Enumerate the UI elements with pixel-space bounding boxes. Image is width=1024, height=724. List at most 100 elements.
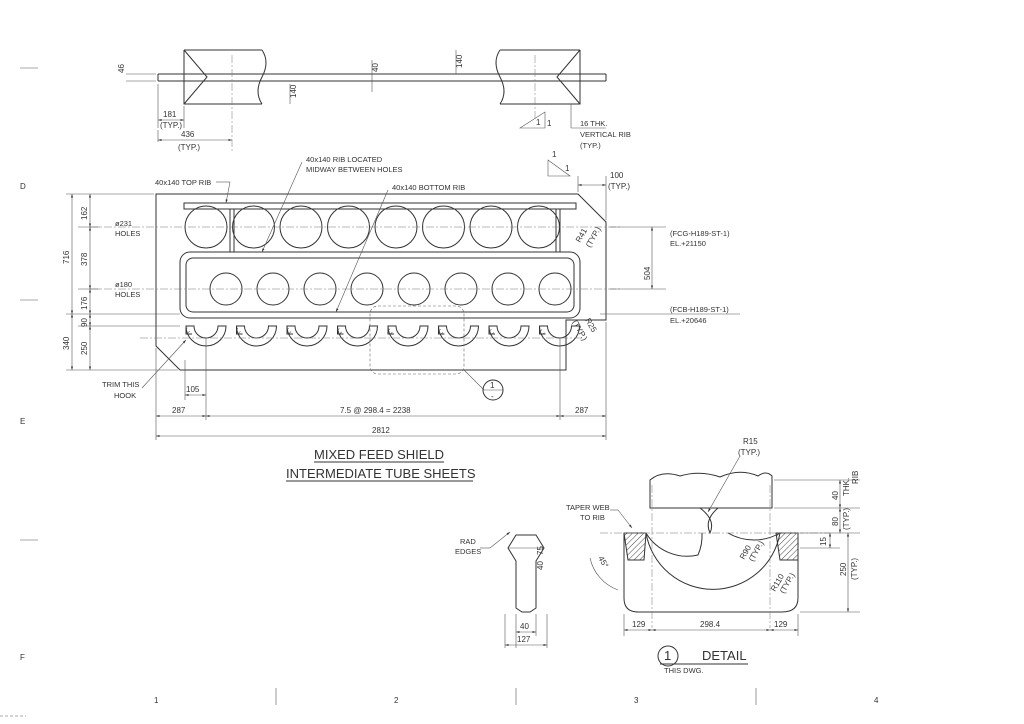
dim-15: 15: [819, 537, 828, 546]
rib-label: RIB: [851, 471, 860, 484]
dim-250-detail: 250: [839, 562, 848, 576]
hole-231: [469, 205, 513, 249]
front-view: 1 - 40x140 TOP RIB 40x140 RIB LOCATED MI…: [62, 150, 740, 440]
dim-129-right: 129: [774, 620, 788, 629]
col-label-3: 3: [634, 696, 639, 705]
title-line-2: INTERMEDIATE TUBE SHEETS: [286, 466, 476, 481]
bottom-rib-label: 40x140 BOTTOM RIB: [392, 183, 465, 192]
top-view: 46 181 (TYP.) 436 (TYP.) 140 40 140 1 1 …: [117, 49, 631, 152]
dim-129-left: 129: [632, 620, 646, 629]
bottom-rib: [179, 251, 581, 319]
dim-140-right: 140: [455, 54, 464, 68]
dim-250-detail-typ: (TYP.): [850, 558, 859, 580]
front-slope-1a: 1: [552, 150, 557, 159]
vertical-rib-label: VERTICAL RIB: [580, 130, 631, 139]
title-line-1: MIXED FEED SHIELD: [314, 447, 444, 462]
hook: [538, 325, 581, 347]
front-slope-1b: 1: [565, 164, 570, 173]
top-rib-label: 40x140 TOP RIB: [155, 178, 211, 187]
dim-100-typ: (TYP.): [608, 182, 630, 191]
mid-rib-label-2: MIDWAY BETWEEN HOLES: [306, 165, 403, 174]
mid-rib-label-1: 40x140 RIB LOCATED: [306, 155, 383, 164]
dim-298-4: 298.4: [700, 620, 721, 629]
dim-340: 340: [62, 336, 71, 350]
hook: [336, 325, 379, 347]
dim-127: 127: [517, 635, 531, 644]
dim-46: 46: [117, 64, 126, 73]
dim-287-right: 287: [575, 406, 589, 415]
hole-180: [350, 272, 384, 306]
dim-40: 40: [371, 63, 380, 72]
drawing-title: MIXED FEED SHIELD INTERMEDIATE TUBE SHEE…: [286, 447, 476, 482]
r15-typ: (TYP.): [738, 448, 760, 457]
angle-45: 45°: [596, 555, 610, 570]
detail-label: DETAIL: [702, 648, 747, 663]
dim-pitch: 7.5 @ 298.4 = 2238: [340, 406, 411, 415]
dim-40-rib: 40: [536, 561, 545, 570]
holes-180-label: ø180: [115, 280, 132, 289]
sheet-grid: D E F 1 2 3 4: [0, 67, 879, 717]
dim-436-typ: (TYP.): [178, 143, 200, 152]
dim-287-left: 287: [172, 406, 186, 415]
top-slope-1a: 1: [536, 118, 541, 127]
taper-web-label-2: TO RIB: [580, 513, 605, 522]
taper-web-label-1: TAPER WEB: [566, 503, 610, 512]
hook-plate: [623, 532, 799, 613]
dim-504: 504: [643, 266, 652, 280]
dim-40-bottom: 40: [520, 622, 529, 631]
trim-hook-label-2: HOOK: [114, 391, 136, 400]
hook: [387, 325, 429, 347]
dim-181-typ: (TYP.): [160, 121, 182, 130]
el-lower: EL.+20646: [670, 316, 707, 325]
detail-number: 1: [664, 648, 671, 663]
col-label-1: 1: [154, 696, 159, 705]
vertical-rib-thk: 16 THK.: [580, 119, 607, 128]
dim-75: 75: [536, 546, 545, 555]
dim-436: 436: [181, 130, 195, 139]
rad-edges-label-2: EDGES: [455, 547, 481, 556]
r41-typ: (TYP.): [584, 225, 603, 249]
hook: [437, 325, 480, 347]
dim-378: 378: [80, 252, 89, 266]
dim-105: 105: [186, 385, 200, 394]
dim-2812: 2812: [372, 426, 390, 435]
dim-250: 250: [80, 341, 89, 355]
el-upper-tag: (FCG-H189-ST-1): [670, 229, 730, 238]
dim-90: 90: [80, 318, 89, 327]
r15-label: R15: [743, 437, 758, 446]
dim-162: 162: [80, 206, 89, 220]
hole-231: [327, 205, 370, 249]
dim-181: 181: [163, 110, 177, 119]
holes-231-label: ø231: [115, 219, 132, 228]
hook: [488, 325, 530, 347]
detail-top-rib: [649, 471, 773, 509]
el-lower-tag: (FCB-H189-ST-1): [670, 305, 729, 314]
col-label-2: 2: [394, 696, 399, 705]
dim-176: 176: [80, 296, 89, 310]
rib-thk-label: THK.: [842, 478, 851, 496]
hook: [235, 325, 278, 347]
el-upper: EL.+21150: [670, 239, 706, 248]
dim-80: 80: [831, 517, 840, 526]
detail-view: RAD EDGES 75 40 40 127 TAPER WEB TO RIB …: [455, 437, 860, 675]
callout-sub: -: [491, 392, 494, 401]
detail-ref: THIS DWG.: [664, 666, 704, 675]
hook: [286, 325, 328, 347]
col-label-4: 4: [874, 696, 879, 705]
dim-100: 100: [610, 171, 624, 180]
row-label-d: D: [20, 182, 26, 191]
row-label-e: E: [20, 417, 25, 426]
trim-hook-label-1: TRIM THIS: [102, 380, 139, 389]
tube-sheet-outline: [155, 193, 607, 371]
hook: [185, 325, 227, 347]
dim-80-typ: (TYP.): [842, 508, 851, 530]
dim-140-left: 140: [289, 84, 298, 98]
top-slope-1b: 1: [547, 119, 552, 128]
vertical-rib-typ: (TYP.): [580, 141, 601, 150]
rad-edges-label-1: RAD: [460, 537, 476, 546]
callout-number: 1: [490, 381, 495, 390]
holes-180-label-2: HOLES: [115, 290, 140, 299]
dim-716: 716: [62, 250, 71, 264]
holes-231-label-2: HOLES: [115, 229, 140, 238]
